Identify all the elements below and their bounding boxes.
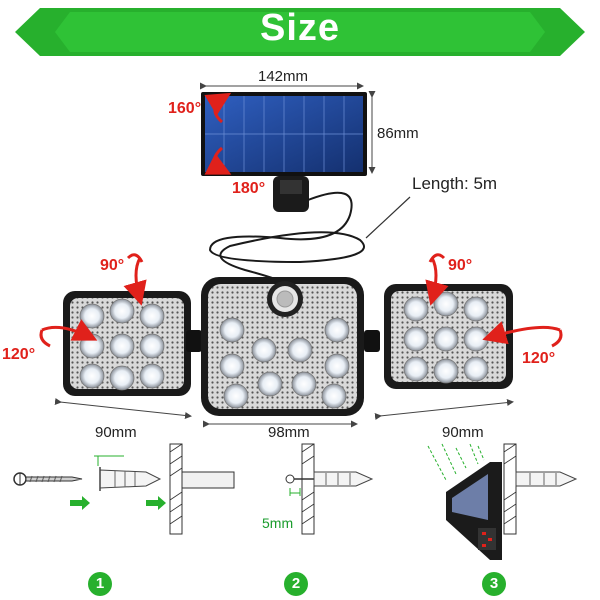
install-step-2: [285, 443, 374, 535]
led-right: [433, 326, 459, 352]
led-left: [139, 333, 165, 359]
head-dimension-lines: [54, 397, 514, 428]
led-left: [79, 303, 105, 329]
led-right: [433, 291, 459, 317]
right-tilt-label: 90°: [448, 257, 473, 274]
led-left: [109, 333, 135, 359]
panel-rotation-arrows: [204, 92, 232, 175]
cable: [208, 191, 411, 291]
led-center: [251, 337, 277, 363]
led-center: [257, 371, 283, 397]
step-3-badge: 3: [482, 572, 506, 596]
depth-label: 5mm: [262, 515, 294, 531]
led-center: [291, 371, 317, 397]
panel-height-label: 86mm: [377, 125, 419, 142]
led-center: [321, 383, 347, 409]
left-swivel-label: 120°: [2, 346, 36, 363]
step-2-badge: 2: [284, 572, 308, 596]
led-left: [139, 363, 165, 389]
install-step-1: [13, 443, 235, 535]
led-left: [109, 365, 135, 391]
banner-title: Size: [259, 7, 341, 49]
led-right: [463, 296, 489, 322]
panel-rotate-bottom-label: 180°: [232, 180, 266, 197]
step-1-badge: 1: [88, 572, 112, 596]
led-right: [433, 358, 459, 384]
left-width-label: 90mm: [95, 424, 137, 441]
led-left: [139, 303, 165, 329]
panel-width-label: 142mm: [258, 68, 309, 85]
install-step-3: [427, 443, 578, 560]
size-banner: [15, 8, 585, 56]
head-rotation-arrows: [39, 253, 563, 348]
panel-dimension-lines: [200, 82, 376, 174]
led-right: [403, 326, 429, 352]
left-tilt-label: 90°: [100, 257, 125, 274]
right-width-label: 90mm: [442, 424, 484, 441]
led-left: [109, 298, 135, 324]
led-left: [79, 363, 105, 389]
led-center: [219, 353, 245, 379]
cable-length-label: Length: 5m: [412, 174, 498, 193]
center-width-label: 98mm: [268, 424, 310, 441]
solar-panel: [201, 92, 367, 212]
led-right: [403, 356, 429, 382]
led-right: [463, 326, 489, 352]
led-right: [403, 296, 429, 322]
right-swivel-label: 120°: [522, 350, 556, 367]
led-center: [324, 353, 350, 379]
led-center: [219, 317, 245, 343]
center-lamp-head: [201, 277, 364, 416]
panel-rotate-top-label: 160°: [168, 100, 202, 117]
led-center: [287, 337, 313, 363]
led-center: [324, 317, 350, 343]
led-center: [223, 383, 249, 409]
led-right: [463, 356, 489, 382]
